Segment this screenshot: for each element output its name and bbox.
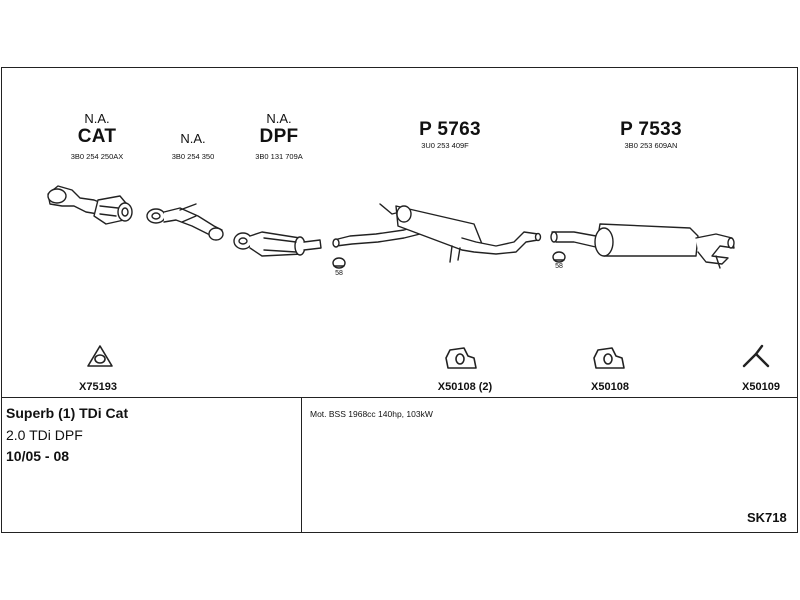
cat-na-label: N.A.	[84, 111, 110, 126]
catalytic-converter-icon	[47, 185, 133, 225]
vehicle-variant: 2.0 TDi DPF	[6, 427, 83, 443]
clamp-right-icon	[552, 251, 566, 263]
fitting-code-gasket: X75193	[79, 381, 117, 393]
pipe-part-number: 3B0 254 350	[171, 152, 215, 161]
mid-silencer-part-number: 3U0 253 409F	[421, 141, 469, 150]
cat-part-number: 3B0 254 250AX	[70, 152, 124, 161]
center-silencer-icon	[332, 203, 542, 263]
dpf-part-number: 3B0 131 709A	[255, 152, 303, 161]
pipe-na-label: N.A.	[180, 131, 206, 146]
rear-silencer-icon	[550, 223, 735, 269]
vehicle-model: Superb (1) TDi Cat	[6, 405, 129, 421]
clamp-right-label: 58	[555, 263, 563, 270]
intermediate-pipe-icon	[146, 203, 224, 241]
cat-name: CAT	[77, 126, 117, 147]
rubber-hanger-icon	[445, 347, 477, 369]
divider-vertical	[301, 398, 302, 532]
gasket-icon	[87, 345, 113, 367]
fitting-code-bracket: X50109	[742, 381, 780, 393]
vehicle-years: 10/05 - 08	[6, 448, 70, 464]
rear-silencer-name: P 7533	[620, 119, 682, 140]
dpf-name: DPF	[259, 126, 299, 147]
dpf-filter-icon	[233, 231, 322, 257]
clamp-left-label: 58	[335, 270, 343, 277]
dpf-na-label: N.A.	[266, 111, 292, 126]
bracket-icon	[742, 344, 770, 368]
fitting-code-hanger: X50108	[591, 381, 629, 393]
kit-code: SK718	[747, 510, 787, 525]
fitting-code-hanger-pair: X50108 (2)	[437, 381, 493, 393]
rear-silencer-part-number: 3B0 253 609AN	[624, 141, 678, 150]
clamp-left-icon	[332, 257, 346, 269]
divider-horizontal	[1, 397, 798, 398]
engine-info: Mot. BSS 1968cc 140hp, 103kW	[310, 409, 433, 419]
mid-silencer-name: P 5763	[419, 119, 481, 140]
rubber-hanger-icon	[593, 347, 625, 369]
diagram-frame	[1, 67, 798, 533]
